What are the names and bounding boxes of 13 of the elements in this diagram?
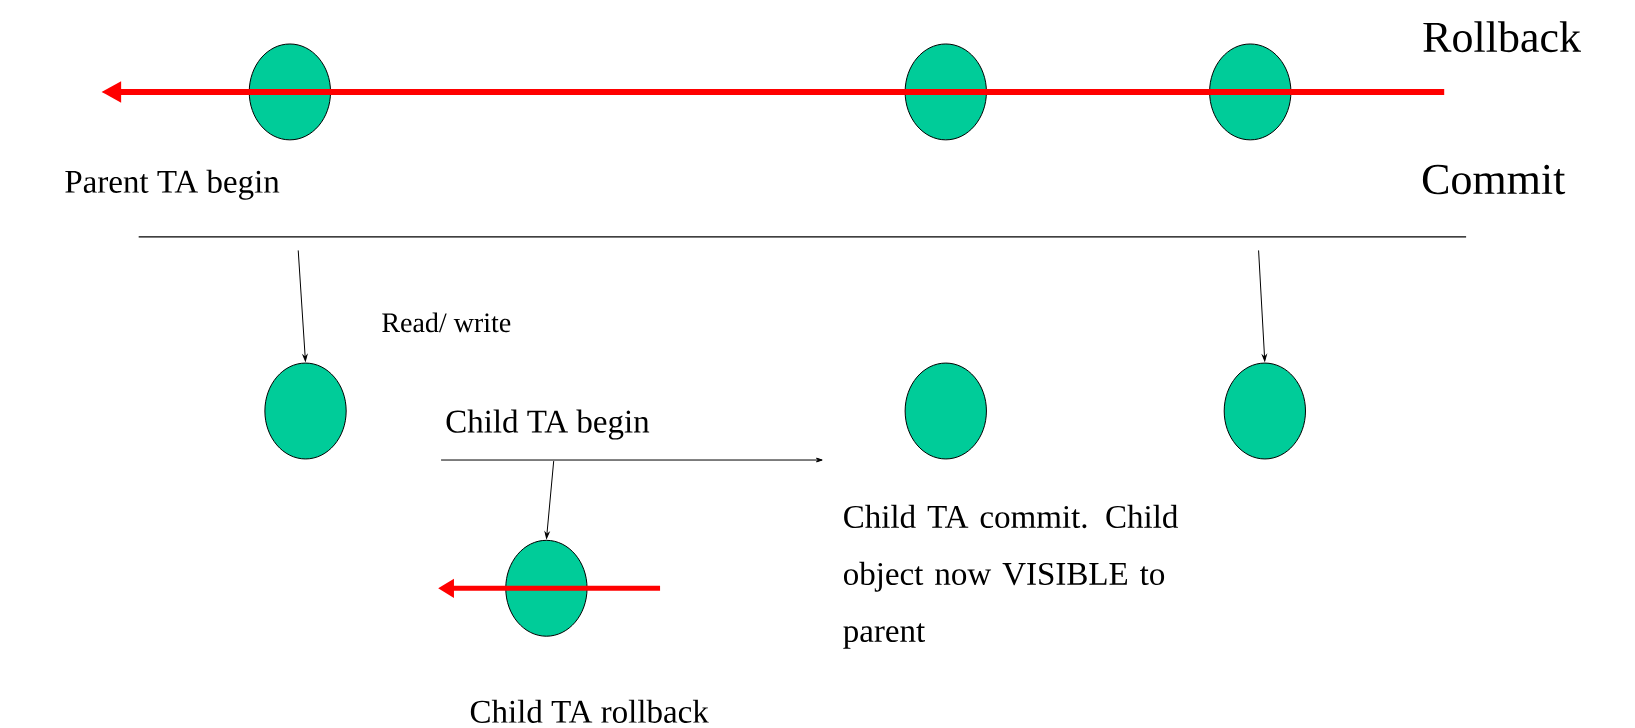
ellipse-node <box>505 539 588 637</box>
ellipse-node <box>248 43 332 141</box>
ellipse-node <box>904 43 987 141</box>
ellipse-node <box>1209 43 1292 141</box>
ellipse-node <box>904 362 987 460</box>
text-label: Child TA commit. Child object now VISIBLE to parent <box>843 504 1178 649</box>
ellipse-node <box>1223 362 1306 460</box>
text-label: Commit <box>1422 164 1566 195</box>
ellipse-node <box>264 362 347 460</box>
arrow <box>297 249 308 362</box>
text-label: Child TA begin <box>446 409 650 440</box>
arrow <box>1258 249 1267 362</box>
arrow <box>544 460 555 539</box>
